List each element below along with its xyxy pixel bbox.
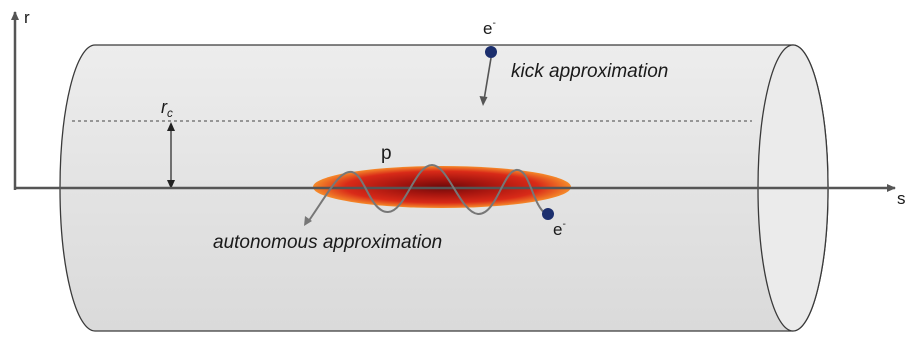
autonomous-approximation-label: autonomous approximation bbox=[213, 232, 443, 253]
electron-oscillation-path bbox=[307, 163, 547, 223]
electron-top-label: e- bbox=[483, 18, 496, 39]
autonomous-arrow-head bbox=[304, 216, 312, 226]
rc-arrow-head-top bbox=[167, 122, 175, 131]
electron-bottom bbox=[542, 208, 554, 220]
proton-label: p bbox=[381, 143, 392, 164]
kick-arrow bbox=[483, 57, 492, 101]
kick-approximation-label: kick approximation bbox=[511, 61, 669, 82]
electron-top bbox=[485, 46, 497, 58]
rc-arrow-head-bottom bbox=[167, 180, 175, 189]
r-axis-label: r bbox=[24, 8, 30, 27]
kick-arrow-head bbox=[479, 96, 488, 106]
s-axis-label: s bbox=[897, 189, 906, 208]
rc-label: rc bbox=[161, 97, 173, 121]
electron-bottom-label: e- bbox=[553, 219, 566, 240]
